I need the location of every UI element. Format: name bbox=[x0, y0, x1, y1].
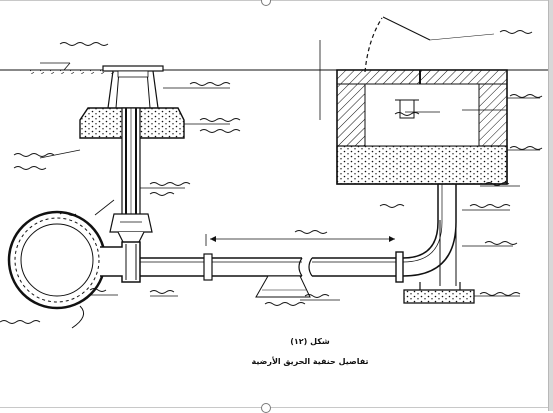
tee-connection bbox=[100, 241, 141, 283]
frame-edge-right bbox=[548, 0, 553, 411]
annotation-leaders bbox=[39, 87, 540, 301]
figure-number: شكل (١٢) bbox=[290, 337, 330, 346]
annotation-scribbles bbox=[0, 30, 543, 324]
main-pipe-section bbox=[7, 199, 115, 329]
vertical-riser-pipe bbox=[109, 107, 153, 245]
chamber-lid-arc bbox=[364, 16, 495, 73]
valve-chamber bbox=[319, 40, 508, 185]
resize-handle-bottom[interactable] bbox=[261, 403, 271, 413]
right-footing bbox=[403, 282, 475, 304]
horizontal-branch-pipe bbox=[140, 234, 404, 283]
frame-edge-top bbox=[0, 0, 553, 1]
figure-title: تفاصيل حنفية الحريق الأرضية bbox=[251, 357, 369, 366]
frame-edge-bottom bbox=[0, 407, 553, 408]
hydrant-frame bbox=[102, 65, 164, 109]
thrust-block bbox=[255, 275, 311, 298]
resize-handle-top[interactable] bbox=[261, 0, 271, 6]
elbow-bend bbox=[402, 221, 457, 277]
